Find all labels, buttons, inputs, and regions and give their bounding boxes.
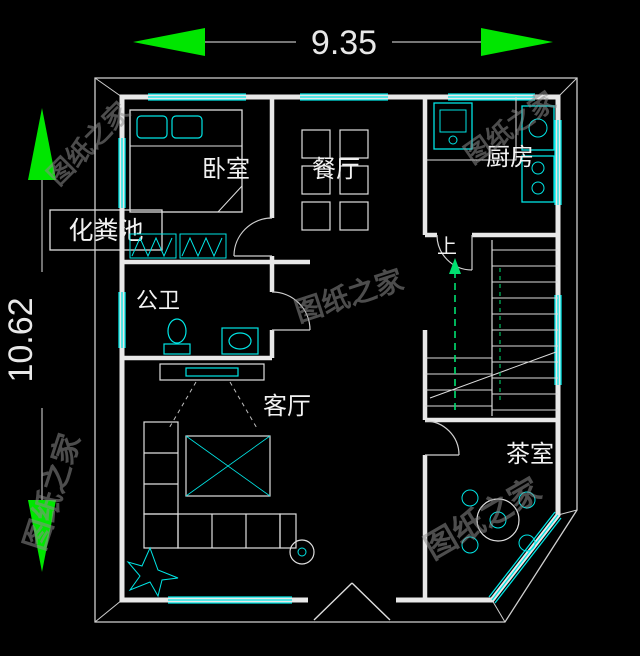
kitchen-label: 厨房	[486, 144, 534, 171]
watermarks: 图纸之家 图纸之家 图纸之家 图纸之家 图纸之家	[18, 86, 561, 567]
arrow-up-icon	[28, 108, 56, 180]
bedroom-label: 卧室	[202, 156, 250, 183]
plant	[126, 546, 179, 598]
bathroom-sink	[221, 327, 259, 355]
watermark: 图纸之家	[18, 430, 87, 555]
tea-room-door	[424, 420, 460, 456]
kitchen-door	[436, 234, 473, 271]
bathroom-label: 公卫	[136, 288, 180, 313]
stairs: 上	[425, 235, 558, 416]
tea-room-label: 茶室	[506, 441, 554, 468]
arrow-left-icon	[133, 28, 205, 56]
dining-table-set	[301, 129, 369, 231]
dimension-top: 9.35	[133, 24, 553, 62]
living-room-label: 客厅	[263, 393, 311, 420]
dimension-width-label: 9.35	[311, 24, 377, 62]
stairs-up-label: 上	[437, 235, 457, 258]
dining-room-label: 餐厅	[312, 156, 360, 183]
arrow-right-icon	[481, 28, 553, 56]
tea-table-set	[461, 489, 536, 554]
arrow-down-icon	[28, 500, 56, 572]
dimension-left: 10.62	[2, 108, 56, 572]
entrance-door	[308, 582, 396, 621]
interior-walls	[122, 97, 558, 600]
septic-tank-label: 化粪池	[68, 217, 143, 245]
septic-tank-callout: 化粪池	[49, 209, 163, 251]
stair-arrowhead-icon	[449, 258, 461, 274]
kitchen-counter	[425, 97, 517, 161]
room-labels: 卧室 餐厅 厨房 公卫 客厅 茶室	[136, 144, 554, 468]
outer-outline	[94, 77, 578, 623]
kitchen-sink	[433, 102, 473, 150]
coffee-table	[185, 435, 271, 497]
side-table	[289, 539, 315, 565]
bathroom-door	[271, 291, 311, 331]
sofa	[143, 421, 297, 549]
kitchen-stove	[521, 155, 555, 203]
wardrobe	[129, 233, 227, 259]
doors	[233, 217, 473, 456]
stair-break-line	[429, 351, 557, 399]
windows	[118, 93, 562, 604]
kitchen-fridge	[521, 105, 555, 151]
bedroom-door	[233, 217, 273, 257]
tv-cabinet	[159, 363, 265, 431]
dimension-height-label: 10.62	[2, 297, 40, 382]
bed	[129, 109, 243, 213]
toilet	[163, 318, 191, 355]
watermark: 图纸之家	[291, 263, 407, 328]
